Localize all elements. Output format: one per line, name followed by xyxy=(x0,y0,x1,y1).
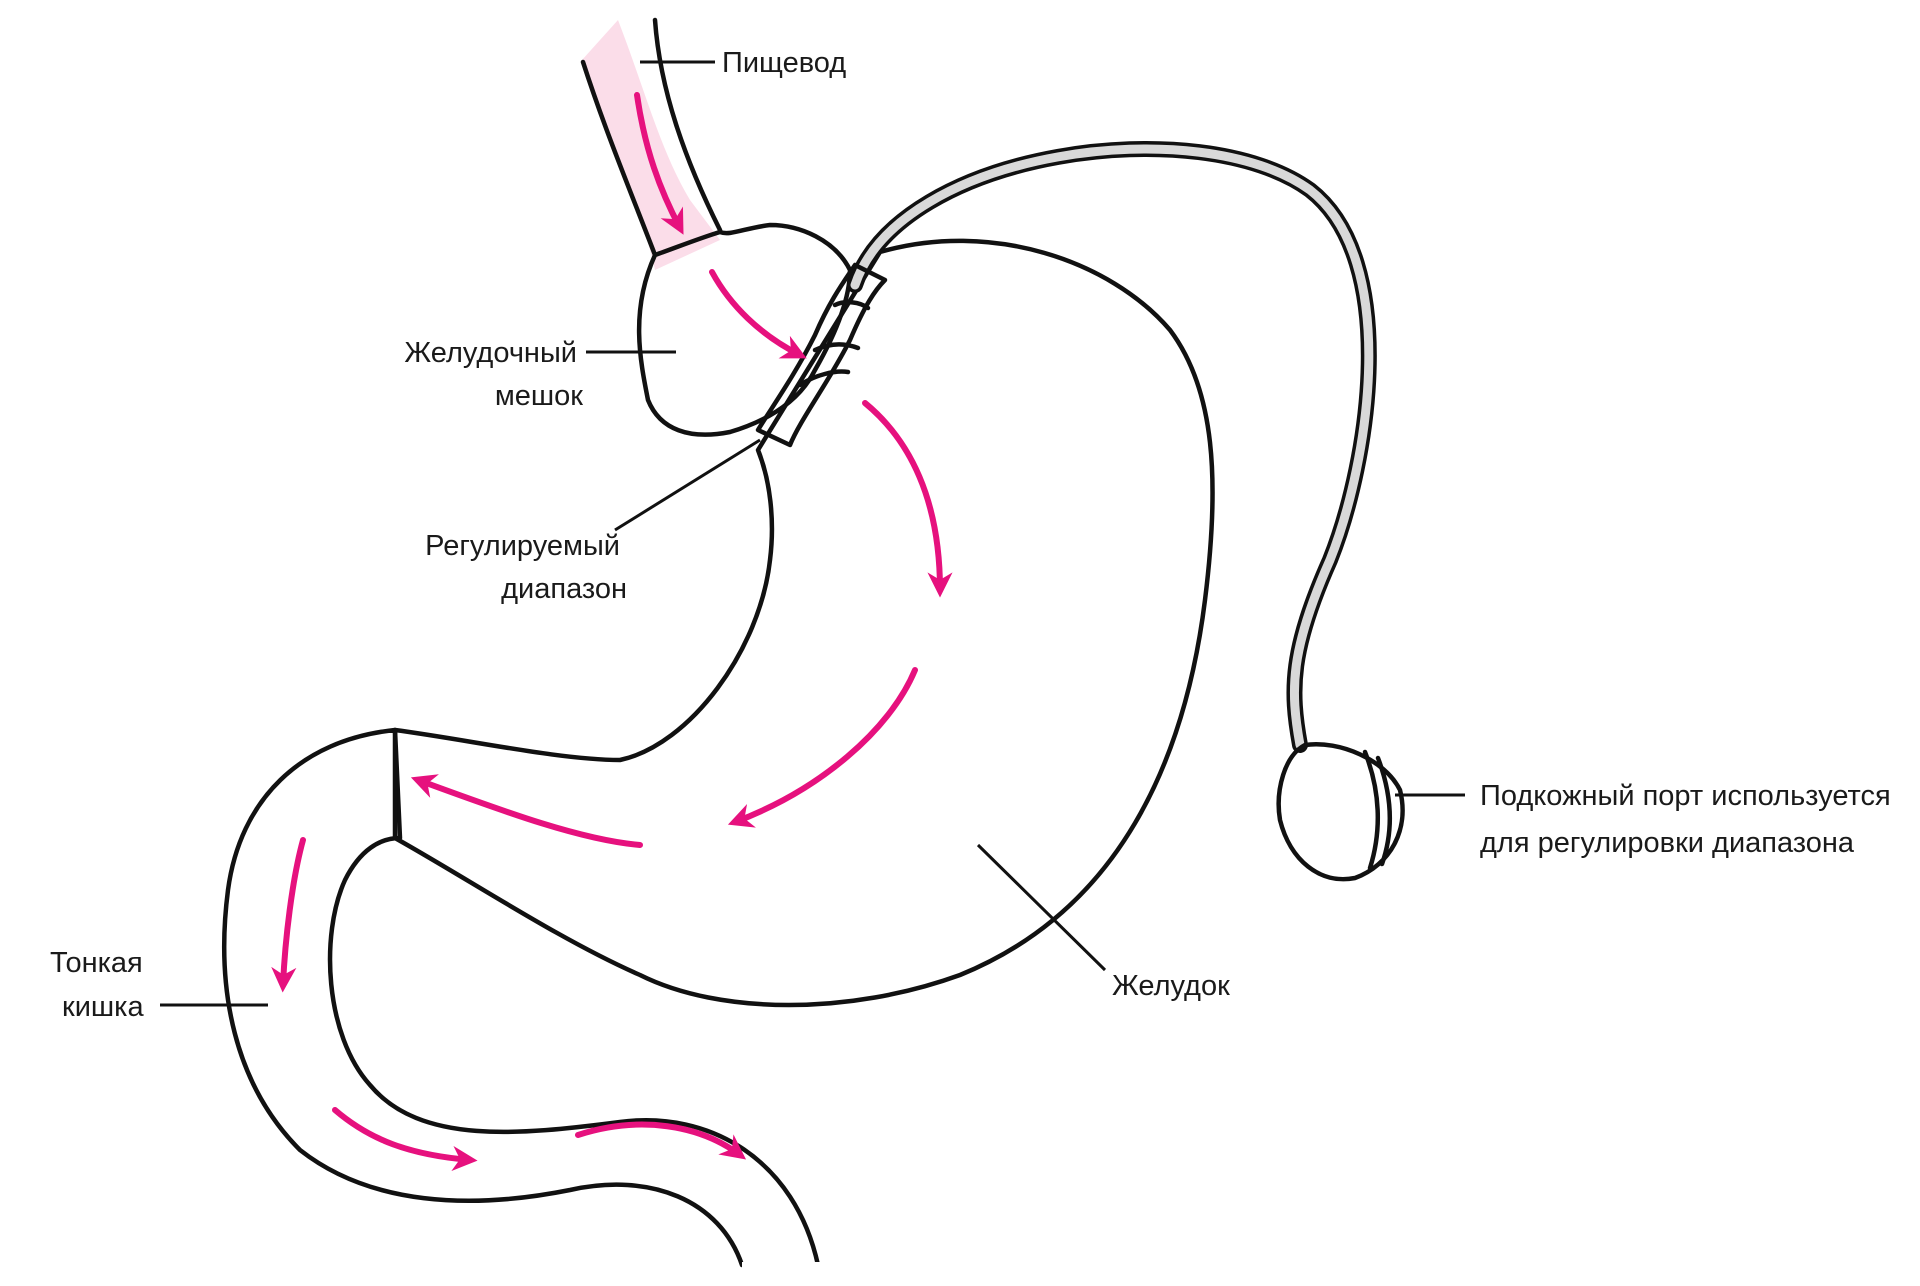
intestine-cut-mask xyxy=(742,1262,822,1272)
adjustable-band xyxy=(755,262,888,448)
adjustable-band-label-line1: Регулируемый xyxy=(425,530,620,562)
stomach-leader xyxy=(976,843,1107,972)
band-tube xyxy=(847,141,1377,753)
small-intestine-label-line1: Тонкая xyxy=(50,947,143,979)
band-leader xyxy=(614,438,761,532)
adjustable-band-label-line2: диапазон xyxy=(501,573,627,605)
small-intestine xyxy=(222,727,822,1272)
small-intestine-label-line2: кишка xyxy=(62,991,144,1023)
stomach xyxy=(392,238,1215,1008)
subcutaneous-port xyxy=(1276,741,1405,882)
gastric-pouch-label-line1: Желудочный xyxy=(404,337,577,369)
flow-arrows xyxy=(271,92,953,1172)
port-label-line2: для регулировки диапазона xyxy=(1480,827,1855,859)
esophagus xyxy=(580,17,723,270)
labels: Пищевод Желудочный мешок Регулируемый ди… xyxy=(50,47,1891,1023)
leader-lines xyxy=(160,60,1465,1007)
stomach-label: Желудок xyxy=(1112,970,1230,1002)
port-label-line1: Подкожный порт используется xyxy=(1480,780,1891,812)
gastric-pouch xyxy=(636,222,853,437)
gastric-pouch-label-line2: мешок xyxy=(495,380,583,412)
esophagus-label: Пищевод xyxy=(722,47,846,79)
